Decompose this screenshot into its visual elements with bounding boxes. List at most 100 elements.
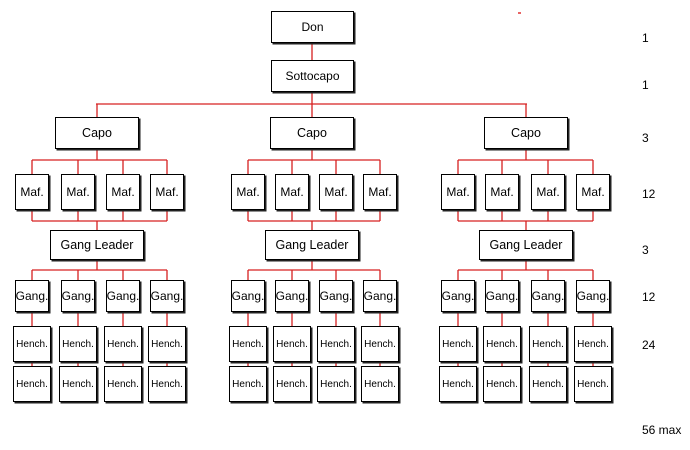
henchman-label: Hench. — [486, 378, 518, 390]
henchman-box: Hench. — [439, 326, 477, 362]
gang-member-box: Gang. — [231, 280, 265, 312]
henchman-box: Hench. — [229, 326, 267, 362]
henchman-label: Hench. — [151, 338, 183, 350]
don-label: Don — [301, 20, 324, 34]
henchman-label: Hench. — [232, 338, 264, 350]
mafioso-box: Maf. — [441, 174, 475, 210]
gang-member-box: Gang. — [15, 280, 49, 312]
gang-member-box: Gang. — [576, 280, 610, 312]
henchman-box: Hench. — [104, 366, 142, 402]
gang-member-box: Gang. — [275, 280, 309, 312]
gang-member-box: Gang. — [363, 280, 397, 312]
mafioso-box: Maf. — [531, 174, 565, 210]
henchman-label: Hench. — [151, 378, 183, 390]
mafioso-box: Maf. — [485, 174, 519, 210]
mafioso-box: Maf. — [231, 174, 265, 210]
gang-member-box: Gang. — [150, 280, 184, 312]
gang-leader-box: Gang Leader — [479, 230, 573, 260]
mafioso-label: Maf. — [368, 185, 392, 199]
henchman-label: Hench. — [107, 378, 139, 390]
count-gang-member: 12 — [642, 290, 656, 304]
mafioso-box: Maf. — [576, 174, 610, 210]
henchman-label: Hench. — [107, 338, 139, 350]
henchman-box: Hench. — [273, 326, 311, 362]
henchman-label: Hench. — [364, 378, 396, 390]
mafioso-label: Maf. — [324, 185, 348, 199]
mafioso-box: Maf. — [319, 174, 353, 210]
count-mafioso: 12 — [642, 187, 656, 201]
henchman-box: Hench. — [317, 326, 355, 362]
capo-label: Capo — [82, 126, 112, 140]
henchman-label: Hench. — [276, 338, 308, 350]
gang-leader-label: Gang Leader — [60, 238, 134, 252]
gang-member-label: Gang. — [531, 289, 565, 303]
henchman-label: Hench. — [577, 378, 609, 390]
henchman-box: Hench. — [13, 366, 51, 402]
gang-member-label: Gang. — [319, 289, 353, 303]
henchman-label: Hench. — [276, 378, 308, 390]
capo-label: Capo — [297, 126, 327, 140]
gang-member-box: Gang. — [319, 280, 353, 312]
henchman-label: Hench. — [16, 338, 48, 350]
gang-member-box: Gang. — [106, 280, 140, 312]
mafioso-box: Maf. — [61, 174, 95, 210]
henchman-box: Hench. — [529, 366, 567, 402]
henchman-box: Hench. — [483, 326, 521, 362]
gang-member-label: Gang. — [61, 289, 95, 303]
gang-member-box: Gang. — [531, 280, 565, 312]
sottocapo-box: Sottocapo — [271, 60, 354, 92]
sottocapo-label: Sottocapo — [285, 69, 340, 83]
capo-label: Capo — [511, 126, 541, 140]
mafioso-label: Maf. — [236, 185, 260, 199]
gang-member-label: Gang. — [441, 289, 475, 303]
capo-box: Capo — [484, 117, 568, 149]
gang-member-label: Gang. — [275, 289, 309, 303]
henchman-box: Hench. — [483, 366, 521, 402]
henchman-box: Hench. — [361, 326, 399, 362]
gang-member-label: Gang. — [363, 289, 397, 303]
henchman-label: Hench. — [442, 378, 474, 390]
gang-member-label: Gang. — [485, 289, 519, 303]
count-henchman: 24 — [642, 338, 656, 352]
mafioso-box: Maf. — [15, 174, 49, 210]
gang-member-label: Gang. — [231, 289, 265, 303]
henchman-box: Hench. — [439, 366, 477, 402]
gang-leader-box: Gang Leader — [265, 230, 359, 260]
mafioso-box: Maf. — [275, 174, 309, 210]
count-total: 56 max — [642, 423, 682, 437]
mafioso-label: Maf. — [155, 185, 179, 199]
henchman-label: Hench. — [62, 378, 94, 390]
henchman-box: Hench. — [529, 326, 567, 362]
mafioso-box: Maf. — [150, 174, 184, 210]
count-sottocapo: 1 — [642, 78, 649, 92]
mafioso-label: Maf. — [446, 185, 470, 199]
gang-leader-box: Gang Leader — [50, 230, 144, 260]
gang-member-label: Gang. — [150, 289, 184, 303]
count-don: 1 — [642, 31, 649, 45]
henchman-label: Hench. — [486, 338, 518, 350]
henchman-box: Hench. — [104, 326, 142, 362]
henchman-label: Hench. — [320, 378, 352, 390]
henchman-box: Hench. — [273, 366, 311, 402]
gang-member-box: Gang. — [61, 280, 95, 312]
mafioso-label: Maf. — [490, 185, 514, 199]
mafioso-label: Maf. — [111, 185, 135, 199]
henchman-label: Hench. — [577, 338, 609, 350]
gang-member-label: Gang. — [15, 289, 49, 303]
henchman-box: Hench. — [59, 366, 97, 402]
mafioso-label: Maf. — [20, 185, 44, 199]
henchman-box: Hench. — [574, 366, 612, 402]
mafioso-label: Maf. — [536, 185, 560, 199]
don-box: Don — [271, 11, 354, 43]
henchman-box: Hench. — [13, 326, 51, 362]
henchman-box: Hench. — [148, 326, 186, 362]
mafioso-box: Maf. — [106, 174, 140, 210]
henchman-label: Hench. — [532, 378, 564, 390]
henchman-label: Hench. — [364, 338, 396, 350]
henchman-label: Hench. — [320, 338, 352, 350]
capo-box: Capo — [270, 117, 354, 149]
mafioso-label: Maf. — [66, 185, 90, 199]
count-capo: 3 — [642, 131, 649, 145]
